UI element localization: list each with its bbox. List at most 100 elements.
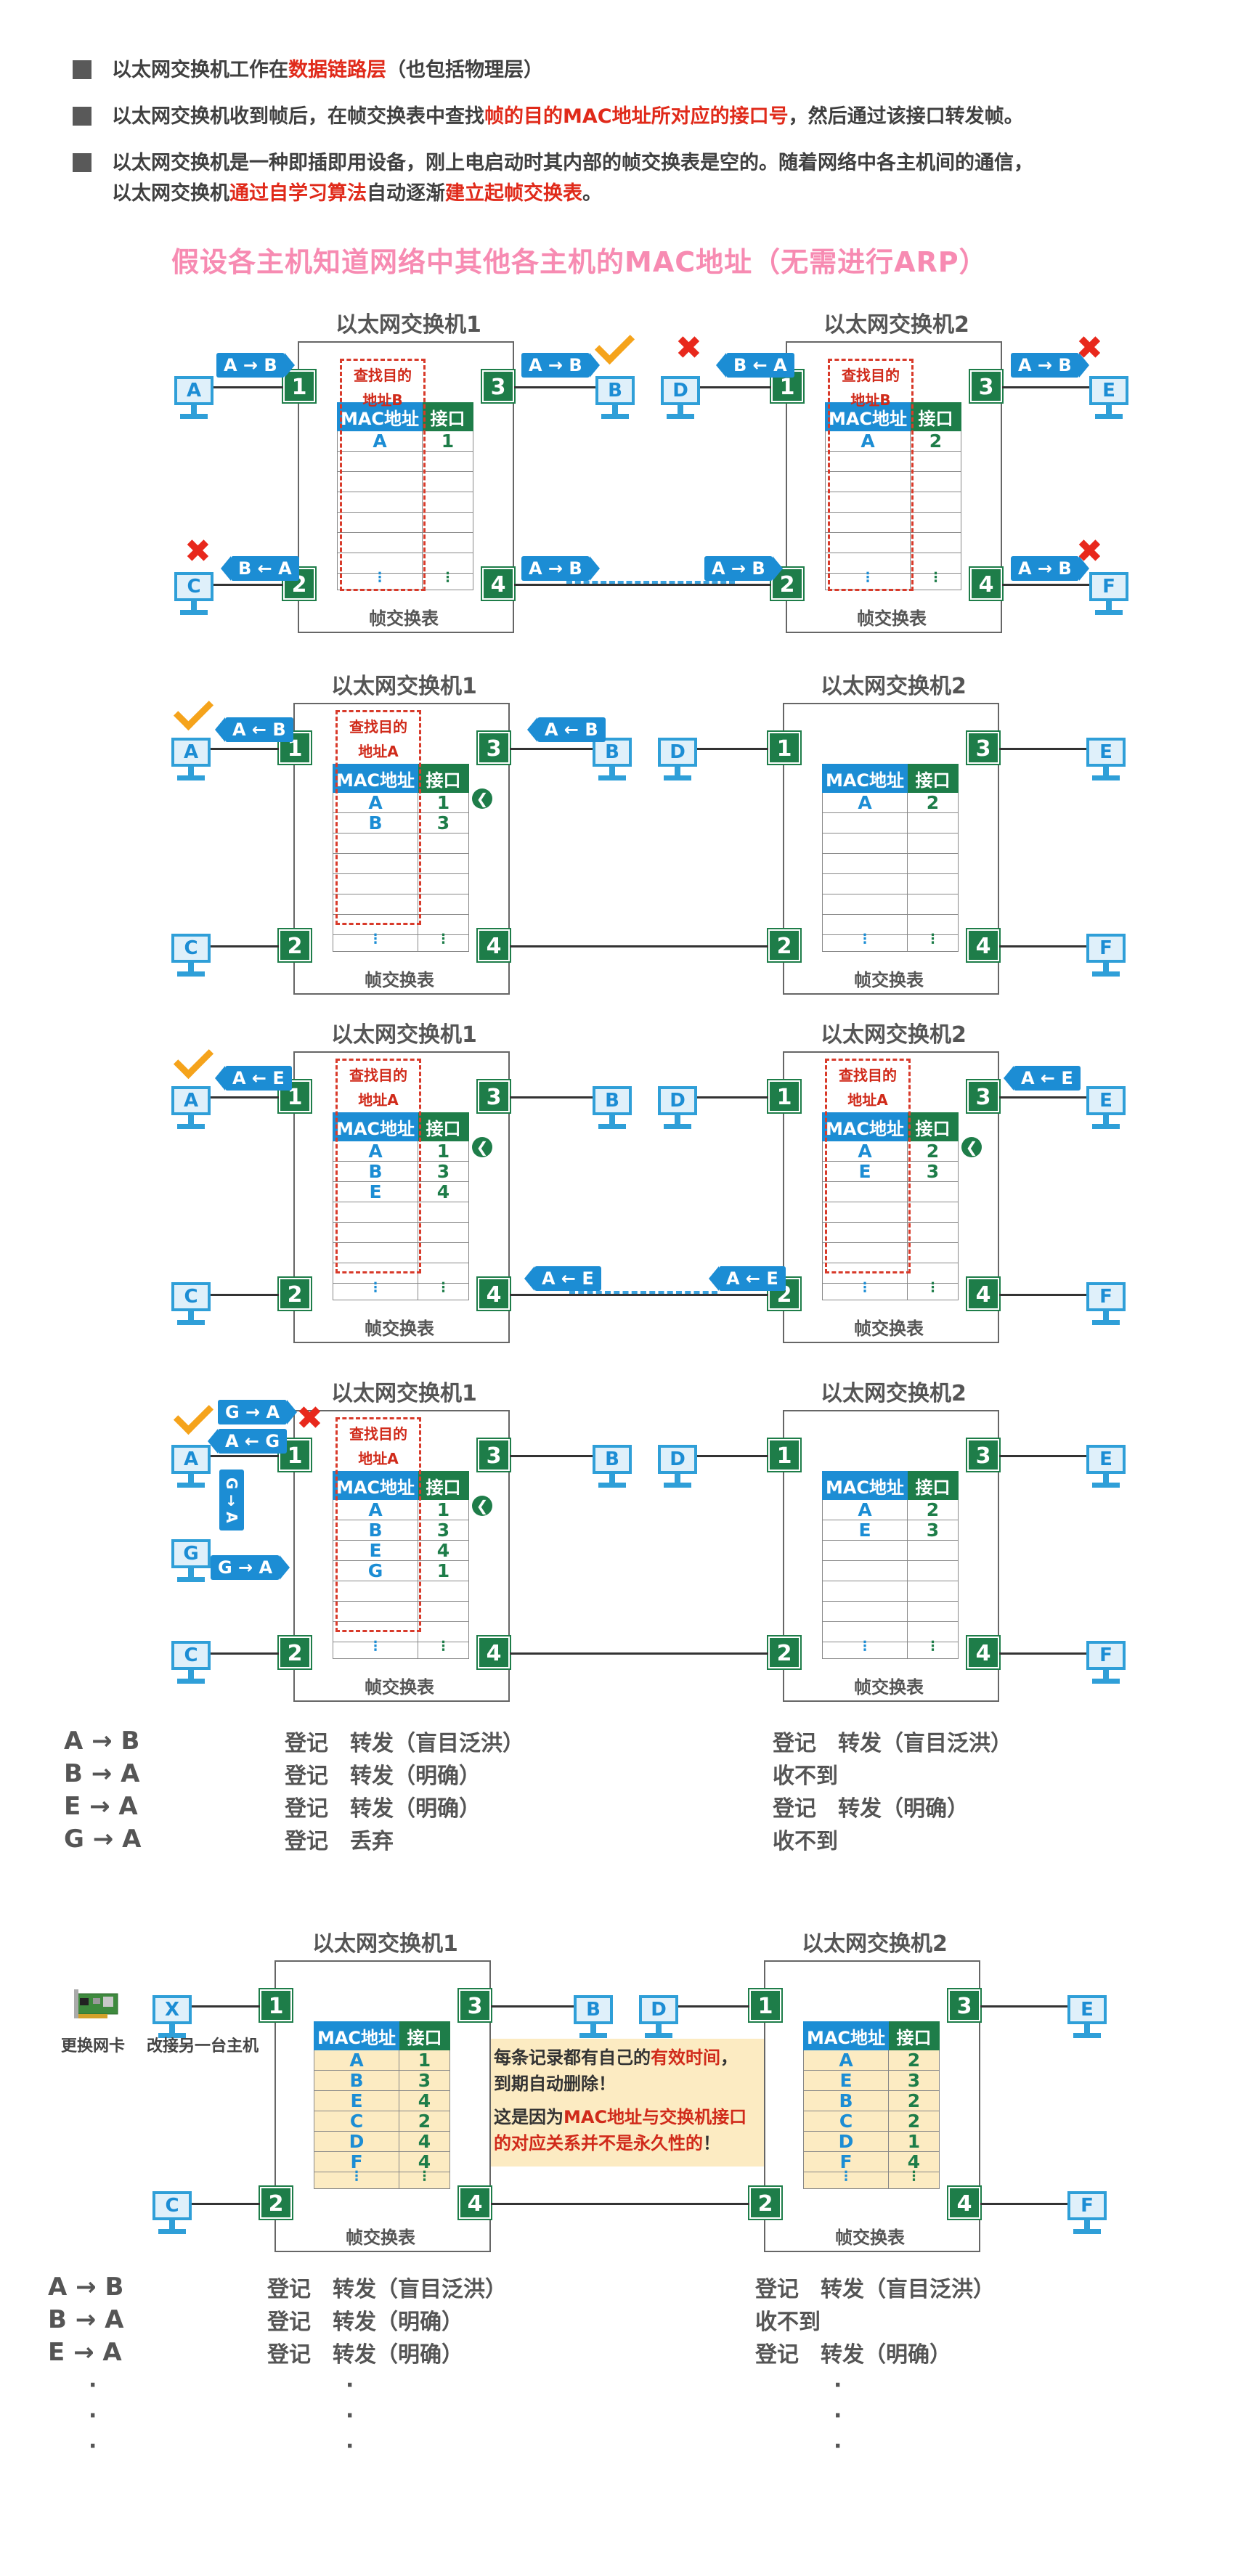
- bullet-text: （也包括物理层）: [386, 59, 543, 81]
- port-cell: 1: [422, 431, 473, 452]
- bullet-square-icon: [73, 107, 91, 126]
- mac-cell: E: [803, 2070, 889, 2091]
- mac-cell: C: [314, 2111, 399, 2132]
- ellipsis-cell: ⋮: [822, 1640, 908, 1659]
- summary-label: B → A: [64, 1759, 140, 1788]
- port-cell: [907, 1202, 959, 1223]
- table-row: [333, 1242, 469, 1263]
- mac-cell: [822, 833, 908, 854]
- host-computer-icon: F: [1086, 1641, 1126, 1689]
- mac-cell: B: [333, 1161, 418, 1182]
- monitor-stand: [188, 1670, 194, 1679]
- frame-path-dashed: [569, 1291, 717, 1294]
- monitor-base: [598, 1124, 626, 1129]
- note-highlight: 的对应关系并不是永久性的: [494, 2133, 703, 2153]
- summary-s1: 登记 转发（明确）: [285, 1796, 481, 1822]
- port-cell: 1: [399, 2050, 450, 2071]
- mac-cell: [822, 853, 908, 874]
- host-label: A: [174, 376, 213, 405]
- mac-cell: [822, 812, 908, 833]
- table-row: [822, 873, 959, 894]
- ellipsis-cell: ⋮: [907, 1281, 959, 1300]
- table-row: [822, 1601, 959, 1622]
- port-cell: [910, 532, 961, 553]
- summary-label: A → B: [64, 1727, 140, 1756]
- port-cell: [418, 1621, 469, 1642]
- bullet-highlight: 建立起帧交换表: [445, 182, 582, 205]
- col-port: 接口: [907, 1471, 959, 1500]
- host-label: B: [593, 738, 632, 767]
- table-caption: 帧交换表: [346, 2227, 415, 2248]
- host-label: F: [1086, 1641, 1126, 1670]
- col-port: 接口: [422, 402, 473, 431]
- link-line: [510, 945, 768, 947]
- monitor-base: [158, 2229, 186, 2234]
- switch2-title: 以太网交换机2: [821, 1381, 967, 1406]
- table-row: [822, 1560, 959, 1581]
- summary-s1: 登记 转发（明确）: [267, 2342, 463, 2368]
- mac-cell: F: [803, 2151, 889, 2172]
- mac-cell: E: [314, 2090, 399, 2111]
- table-caption: 帧交换表: [365, 970, 434, 990]
- summary-s2: 登记 转发（盲目泛洪）: [773, 1731, 1012, 1756]
- port-cell: 3: [399, 2070, 450, 2091]
- table-row: [333, 1581, 469, 1602]
- monitor-base: [598, 775, 626, 780]
- lookup-text: 地址A: [358, 1450, 399, 1467]
- port-4: 4: [966, 928, 1001, 963]
- lookup-text: 查找目的: [839, 1067, 897, 1084]
- table-caption: 帧交换表: [854, 1677, 924, 1697]
- bullet-text: 自动逐渐: [367, 182, 445, 205]
- table-row: [337, 471, 473, 492]
- mac-cell: [822, 894, 908, 915]
- note-text: 到期自动删除！: [494, 2074, 616, 2094]
- summary-s2: 登记 转发（盲目泛洪）: [755, 2277, 995, 2302]
- table-row: [337, 553, 473, 574]
- table-caption: 帧交换表: [854, 1318, 924, 1339]
- frame-tag: A → B: [1011, 556, 1089, 581]
- monitor-base: [601, 414, 629, 419]
- host-computer-icon: C: [174, 572, 213, 620]
- table-row-ellipsis: ⋮⋮: [333, 1281, 469, 1300]
- port-cell: [418, 1601, 469, 1622]
- col-port: 接口: [888, 2021, 940, 2050]
- lookup-text: 查找目的: [354, 367, 412, 384]
- host-computer-icon: D: [658, 738, 697, 786]
- monitor-base: [177, 1124, 205, 1129]
- port-2: 2: [748, 2185, 783, 2220]
- host-computer-icon: G: [171, 1539, 211, 1587]
- host-computer-icon: A: [171, 1445, 211, 1493]
- host-label: B: [595, 376, 635, 405]
- port-3: 3: [457, 1988, 492, 2023]
- bullet-highlight: 帧的目的MAC地址所对应的接口号: [484, 105, 789, 128]
- bullet-square-icon: [73, 60, 91, 79]
- link-line: [514, 386, 595, 388]
- ellipsis-cell: ⋮: [418, 933, 469, 952]
- switch1-title: 以太网交换机1: [331, 1381, 477, 1406]
- mac-cell: [333, 1581, 418, 1602]
- mac-cell: E: [333, 1540, 418, 1561]
- port-cell: [422, 451, 473, 472]
- ellipsis-cell: ⋮: [803, 2170, 889, 2189]
- ellipsis-cell: ⋮: [418, 1640, 469, 1659]
- table-row: [333, 873, 469, 894]
- link-line: [211, 1294, 279, 1296]
- port-4: 4: [476, 928, 511, 963]
- host-label: C: [171, 934, 211, 963]
- port-cell: [418, 833, 469, 854]
- host-computer-icon: B: [595, 376, 635, 424]
- lookup-text: 查找目的: [349, 718, 407, 735]
- port-cell: [422, 532, 473, 553]
- monitor-stand: [1103, 767, 1109, 775]
- link-line: [211, 945, 279, 947]
- monitor-base: [664, 1483, 691, 1488]
- learn-arrow-icon: ❮: [472, 788, 492, 809]
- link-line: [980, 2005, 1067, 2008]
- lookup-text: 查找目的: [349, 1425, 407, 1443]
- table-row: [822, 1242, 959, 1263]
- summary-s2: 收不到: [755, 2310, 821, 2335]
